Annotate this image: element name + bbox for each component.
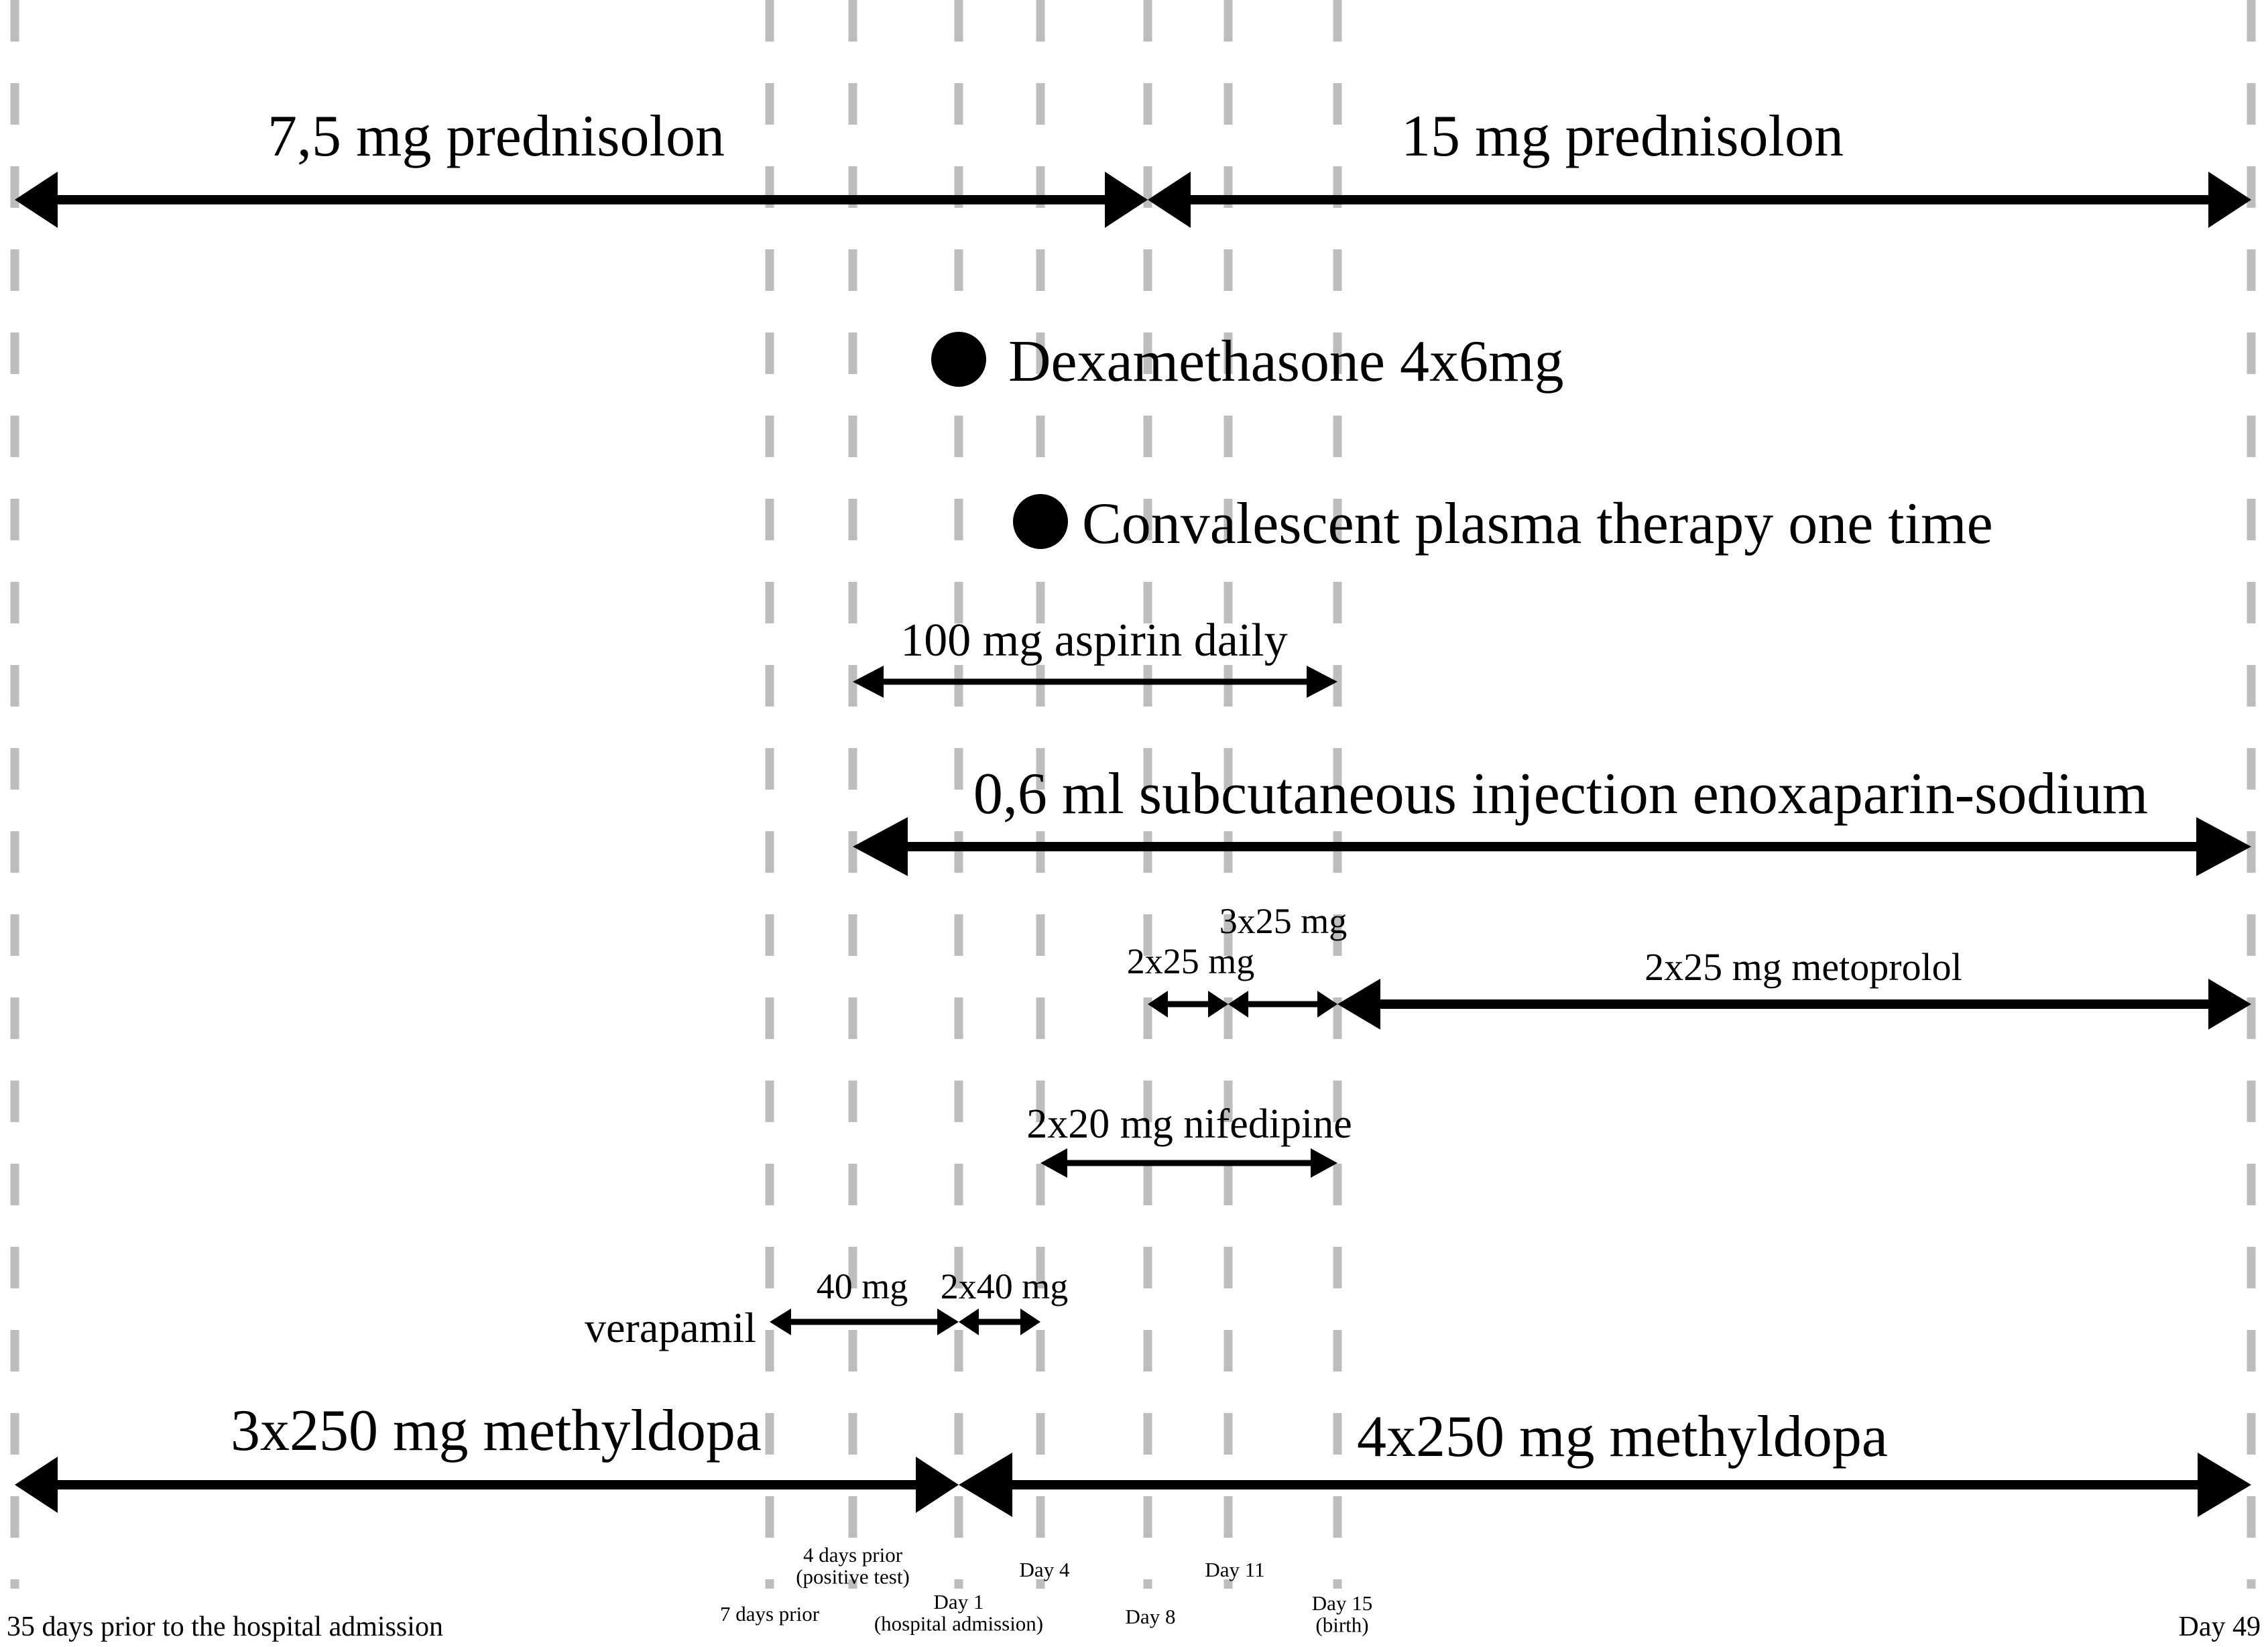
treatment-label-enoxaparin: 0,6 ml subcutaneous injection enoxaparin… — [973, 761, 2148, 827]
arrowhead-left-verapamil-40 — [770, 1308, 791, 1335]
treatment-metoprolol-3x25: 3x25 mg — [1219, 901, 1348, 1018]
arrowhead-right-metoprolol-2x25-a — [1208, 991, 1228, 1018]
tick-label-d7prior: 7 days prior — [720, 1602, 820, 1626]
treatment-methyldopa-3x250: 3x250 mg methyldopa — [15, 1398, 959, 1513]
treatment-prednisolon-15: 15 mg prednisolon — [1148, 104, 2251, 228]
event-label-plasma: Convalescent plasma therapy one time — [1082, 491, 1993, 556]
side-label-verapamil: verapamil — [585, 1304, 756, 1351]
arrowhead-left-metoprolol-3x25 — [1228, 991, 1248, 1018]
treatment-methyldopa-4x250: 4x250 mg methyldopa — [959, 1404, 2251, 1517]
arrowhead-right-nifedipine — [1311, 1148, 1337, 1178]
treatment-aspirin: 100 mg aspirin daily — [853, 615, 1337, 698]
treatment-label-methyldopa-3x250: 3x250 mg methyldopa — [231, 1398, 762, 1463]
treatment-label-metoprolol-3x25: 3x25 mg — [1219, 901, 1348, 941]
treatment-label-aspirin: 100 mg aspirin daily — [900, 615, 1287, 666]
treatment-label-nifedipine: 2x20 mg nifedipine — [1026, 1101, 1352, 1147]
tick-label-day11: Day 11 — [1205, 1558, 1264, 1581]
event-dot-dexamethasone — [931, 332, 986, 387]
treatment-label-methyldopa-4x250: 4x250 mg methyldopa — [1357, 1404, 1888, 1469]
tick-label-day15: Day 15(birth) — [1312, 1591, 1372, 1637]
tick-label-start: 35 days prior to the hospital admission — [7, 1611, 443, 1642]
arrowhead-left-aspirin — [853, 666, 884, 698]
arrowhead-left-prednisolon-15 — [1148, 172, 1191, 228]
treatment-label-prednisolon-7-5: 7,5 mg prednisolon — [267, 104, 725, 169]
arrowhead-right-methyldopa-3x250 — [916, 1457, 959, 1513]
arrowhead-left-metoprolol-2x25-b — [1337, 979, 1380, 1030]
arrowhead-left-methyldopa-3x250 — [15, 1457, 58, 1513]
arrowhead-right-prednisolon-15 — [2208, 172, 2251, 228]
treatment-prednisolon-7-5: 7,5 mg prednisolon — [15, 104, 1148, 228]
arrowhead-right-enoxaparin — [2196, 817, 2251, 876]
arrowhead-right-methyldopa-4x250 — [2198, 1453, 2251, 1517]
treatment-label-prednisolon-15: 15 mg prednisolon — [1401, 104, 1844, 169]
treatment-label-metoprolol-2x25-a: 2x25 mg — [1127, 941, 1255, 981]
tick-label-day1: Day 1(hospital admission) — [874, 1590, 1043, 1636]
arrowhead-left-nifedipine — [1040, 1148, 1067, 1178]
arrowhead-right-verapamil-40 — [937, 1308, 959, 1335]
arrowhead-right-verapamil-2x40 — [1020, 1308, 1040, 1335]
arrowhead-left-metoprolol-2x25-a — [1148, 991, 1168, 1018]
treatment-metoprolol-2x25-a: 2x25 mg — [1127, 941, 1255, 1018]
event-dot-plasma — [1013, 494, 1068, 549]
treatment-label-metoprolol-2x25-b: 2x25 mg metoprolol — [1645, 945, 1962, 989]
arrowhead-left-methyldopa-4x250 — [959, 1453, 1012, 1517]
treatment-verapamil-2x40: 2x40 mg — [941, 1266, 1069, 1335]
treatment-nifedipine: 2x20 mg nifedipine — [1026, 1101, 1352, 1178]
treatment-metoprolol-2x25-b: 2x25 mg metoprolol — [1337, 945, 2251, 1030]
arrowhead-right-metoprolol-3x25 — [1317, 991, 1337, 1018]
arrowhead-right-prednisolon-7-5 — [1105, 172, 1148, 228]
tick-label-day49: Day 49 — [2179, 1611, 2261, 1642]
arrowhead-left-prednisolon-7-5 — [15, 172, 58, 228]
arrowhead-left-verapamil-2x40 — [959, 1308, 979, 1335]
tick-label-day4: Day 4 — [1020, 1558, 1070, 1581]
tick-label-day8: Day 8 — [1126, 1605, 1176, 1628]
arrowhead-right-aspirin — [1307, 666, 1337, 698]
treatment-verapamil-40: 40 mg — [770, 1266, 959, 1335]
treatment-enoxaparin: 0,6 ml subcutaneous injection enoxaparin… — [853, 761, 2251, 876]
event-label-dexamethasone: Dexamethasone 4x6mg — [1008, 329, 1563, 394]
treatment-label-verapamil-2x40: 2x40 mg — [941, 1266, 1069, 1306]
treatment-label-verapamil-40: 40 mg — [817, 1266, 908, 1306]
arrowhead-right-metoprolol-2x25-b — [2208, 979, 2251, 1030]
arrowhead-left-enoxaparin — [853, 817, 908, 876]
tick-label-d4prior: 4 days prior(positive test) — [796, 1543, 910, 1589]
